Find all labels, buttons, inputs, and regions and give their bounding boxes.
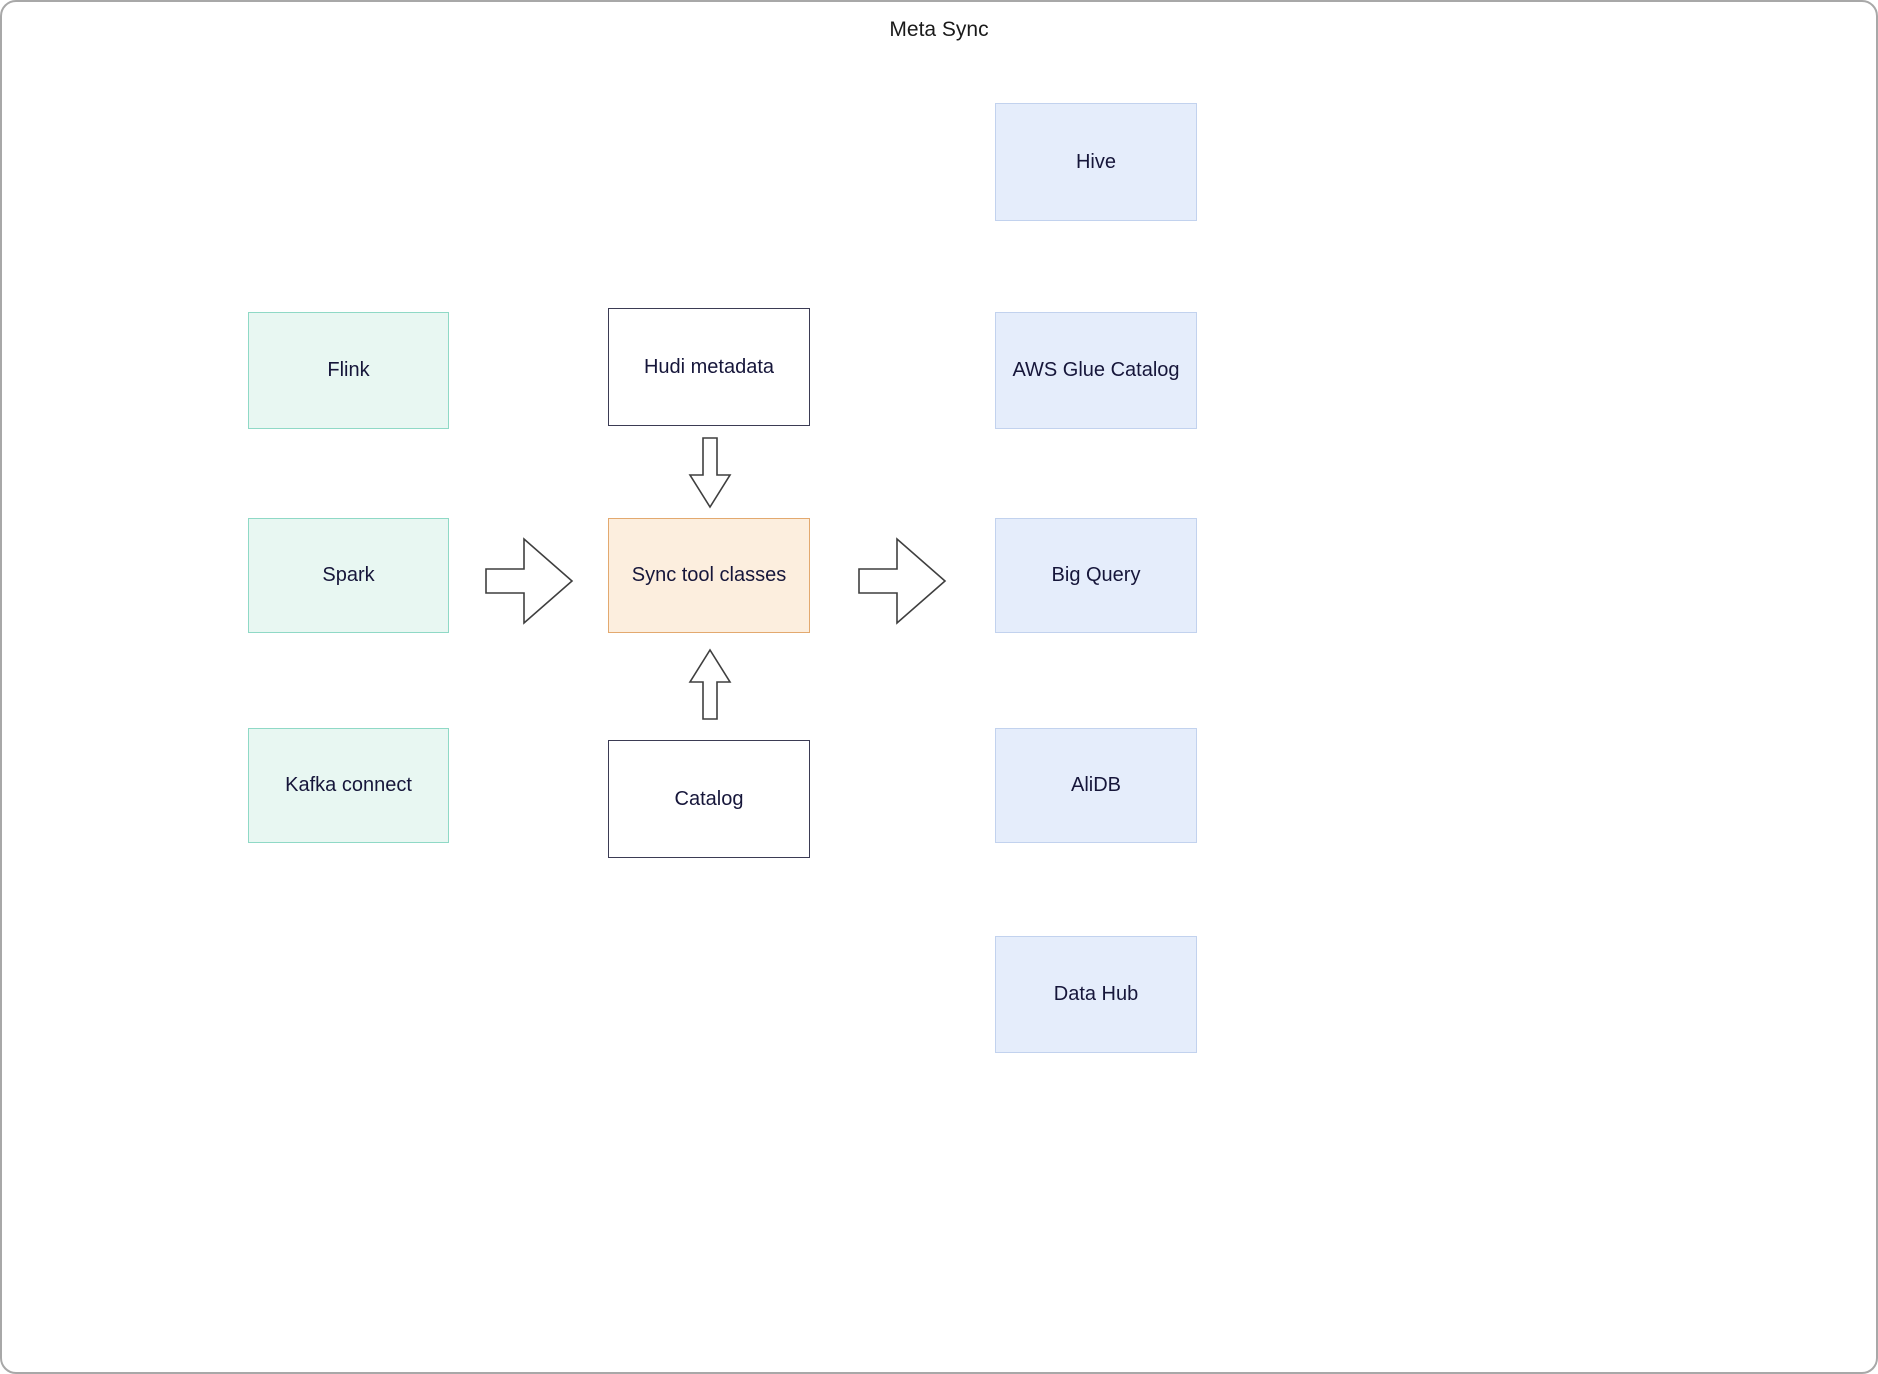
node-alidb: AliDB — [995, 728, 1197, 843]
arrow-up-catalog-to-sync-icon — [688, 648, 732, 720]
node-hive: Hive — [995, 103, 1197, 221]
arrow-right-sources-to-sync-icon — [484, 529, 576, 633]
diagram-title: Meta Sync — [889, 18, 989, 41]
node-big-query: Big Query — [995, 518, 1197, 633]
node-data-hub: Data Hub — [995, 936, 1197, 1053]
node-catalog: Catalog — [608, 740, 810, 858]
node-sync-tool-classes: Sync tool classes — [608, 518, 810, 633]
node-flink: Flink — [248, 312, 449, 429]
arrow-right-sync-to-targets-icon — [857, 529, 949, 633]
arrow-down-hudi-to-sync-icon — [688, 437, 732, 509]
node-kafka-connect: Kafka connect — [248, 728, 449, 843]
node-aws-glue-catalog: AWS Glue Catalog — [995, 312, 1197, 429]
node-spark: Spark — [248, 518, 449, 633]
node-hudi-metadata: Hudi metadata — [608, 308, 810, 426]
